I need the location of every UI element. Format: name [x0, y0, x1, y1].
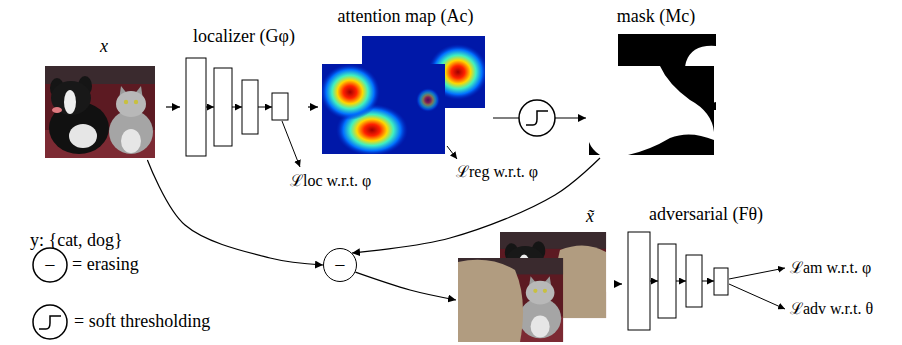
layer-bar [214, 68, 232, 146]
flow-arrow [355, 272, 456, 300]
layer-bar [714, 268, 728, 295]
layer-arrow [676, 281, 686, 282]
layer-arrow [258, 107, 272, 108]
mask-region [589, 66, 714, 155]
leader-arrow [447, 146, 457, 159]
node-label: mask (Mc) [586, 6, 726, 27]
loss-label: ℒloc w.r.t. φ [290, 171, 371, 190]
layer-arrow [232, 107, 242, 108]
node-label: localizer (Gφ) [180, 26, 308, 47]
leader-arrow [282, 121, 300, 167]
layer-bar [658, 244, 676, 318]
layer-bar [242, 80, 258, 134]
leader-arrow [729, 268, 785, 279]
loss-label: ℒam w.r.t. φ [790, 258, 871, 277]
input-photo [45, 66, 155, 158]
adversarial-layers [628, 232, 728, 330]
node-label: x̃ [456, 206, 594, 227]
node-label: adversarial (Fθ) [622, 204, 790, 225]
erasing-operator: − [323, 248, 357, 282]
loss-label: ℒadv w.r.t. θ [790, 299, 873, 318]
legend-text: = soft thresholding [74, 311, 210, 331]
attention-map-dog [322, 64, 445, 154]
flow-arrow [308, 106, 318, 107]
step-glyph [39, 316, 61, 329]
layer-arrows [650, 281, 714, 282]
layer-bar [272, 93, 288, 120]
loss-label: ℒreg w.r.t. φ [456, 162, 538, 181]
attention-map: attention map (Ac) [318, 6, 493, 156]
layer-bar [628, 232, 650, 330]
mask: mask (Mc) [586, 6, 726, 158]
erased-region [458, 260, 523, 342]
threshold-symbol [33, 305, 67, 339]
class-labels: y: {cat, dog} [30, 230, 123, 252]
heatmap-blob [322, 64, 380, 120]
erasing-symbol [33, 248, 67, 282]
layer-bar [186, 58, 206, 156]
layer-arrow [650, 281, 658, 282]
legend-symbol-text: − [33, 248, 67, 282]
layer-arrows [206, 107, 272, 108]
node-label: − [334, 255, 345, 275]
adversarial-network: adversarial (Fθ) [622, 204, 790, 334]
mask-ground [589, 66, 714, 155]
layer-arrow [206, 107, 214, 108]
leader-arrow [729, 284, 785, 309]
erased-image: x̃ [456, 206, 618, 343]
localizer-network: localizer (Gφ) [180, 26, 308, 158]
flow-arrow [618, 283, 622, 284]
layer-arrow [702, 281, 714, 282]
legend-entry: = soft thresholding [74, 311, 210, 333]
heatmap-blob [416, 88, 440, 112]
erased-photo [458, 258, 563, 342]
threshold-operator [519, 100, 555, 136]
flow-arrow [166, 106, 180, 107]
localizer-layers [186, 58, 288, 156]
legend-entry: = erasing [72, 254, 139, 276]
node-label: x [42, 36, 166, 57]
flow-arrow [352, 158, 600, 253]
layer-bar [686, 255, 702, 307]
step-glyph [526, 111, 548, 125]
node-label: attention map (Ac) [318, 6, 493, 27]
mask-dog [589, 66, 714, 155]
legend-text: = erasing [72, 254, 139, 274]
input-image: x [42, 36, 166, 160]
